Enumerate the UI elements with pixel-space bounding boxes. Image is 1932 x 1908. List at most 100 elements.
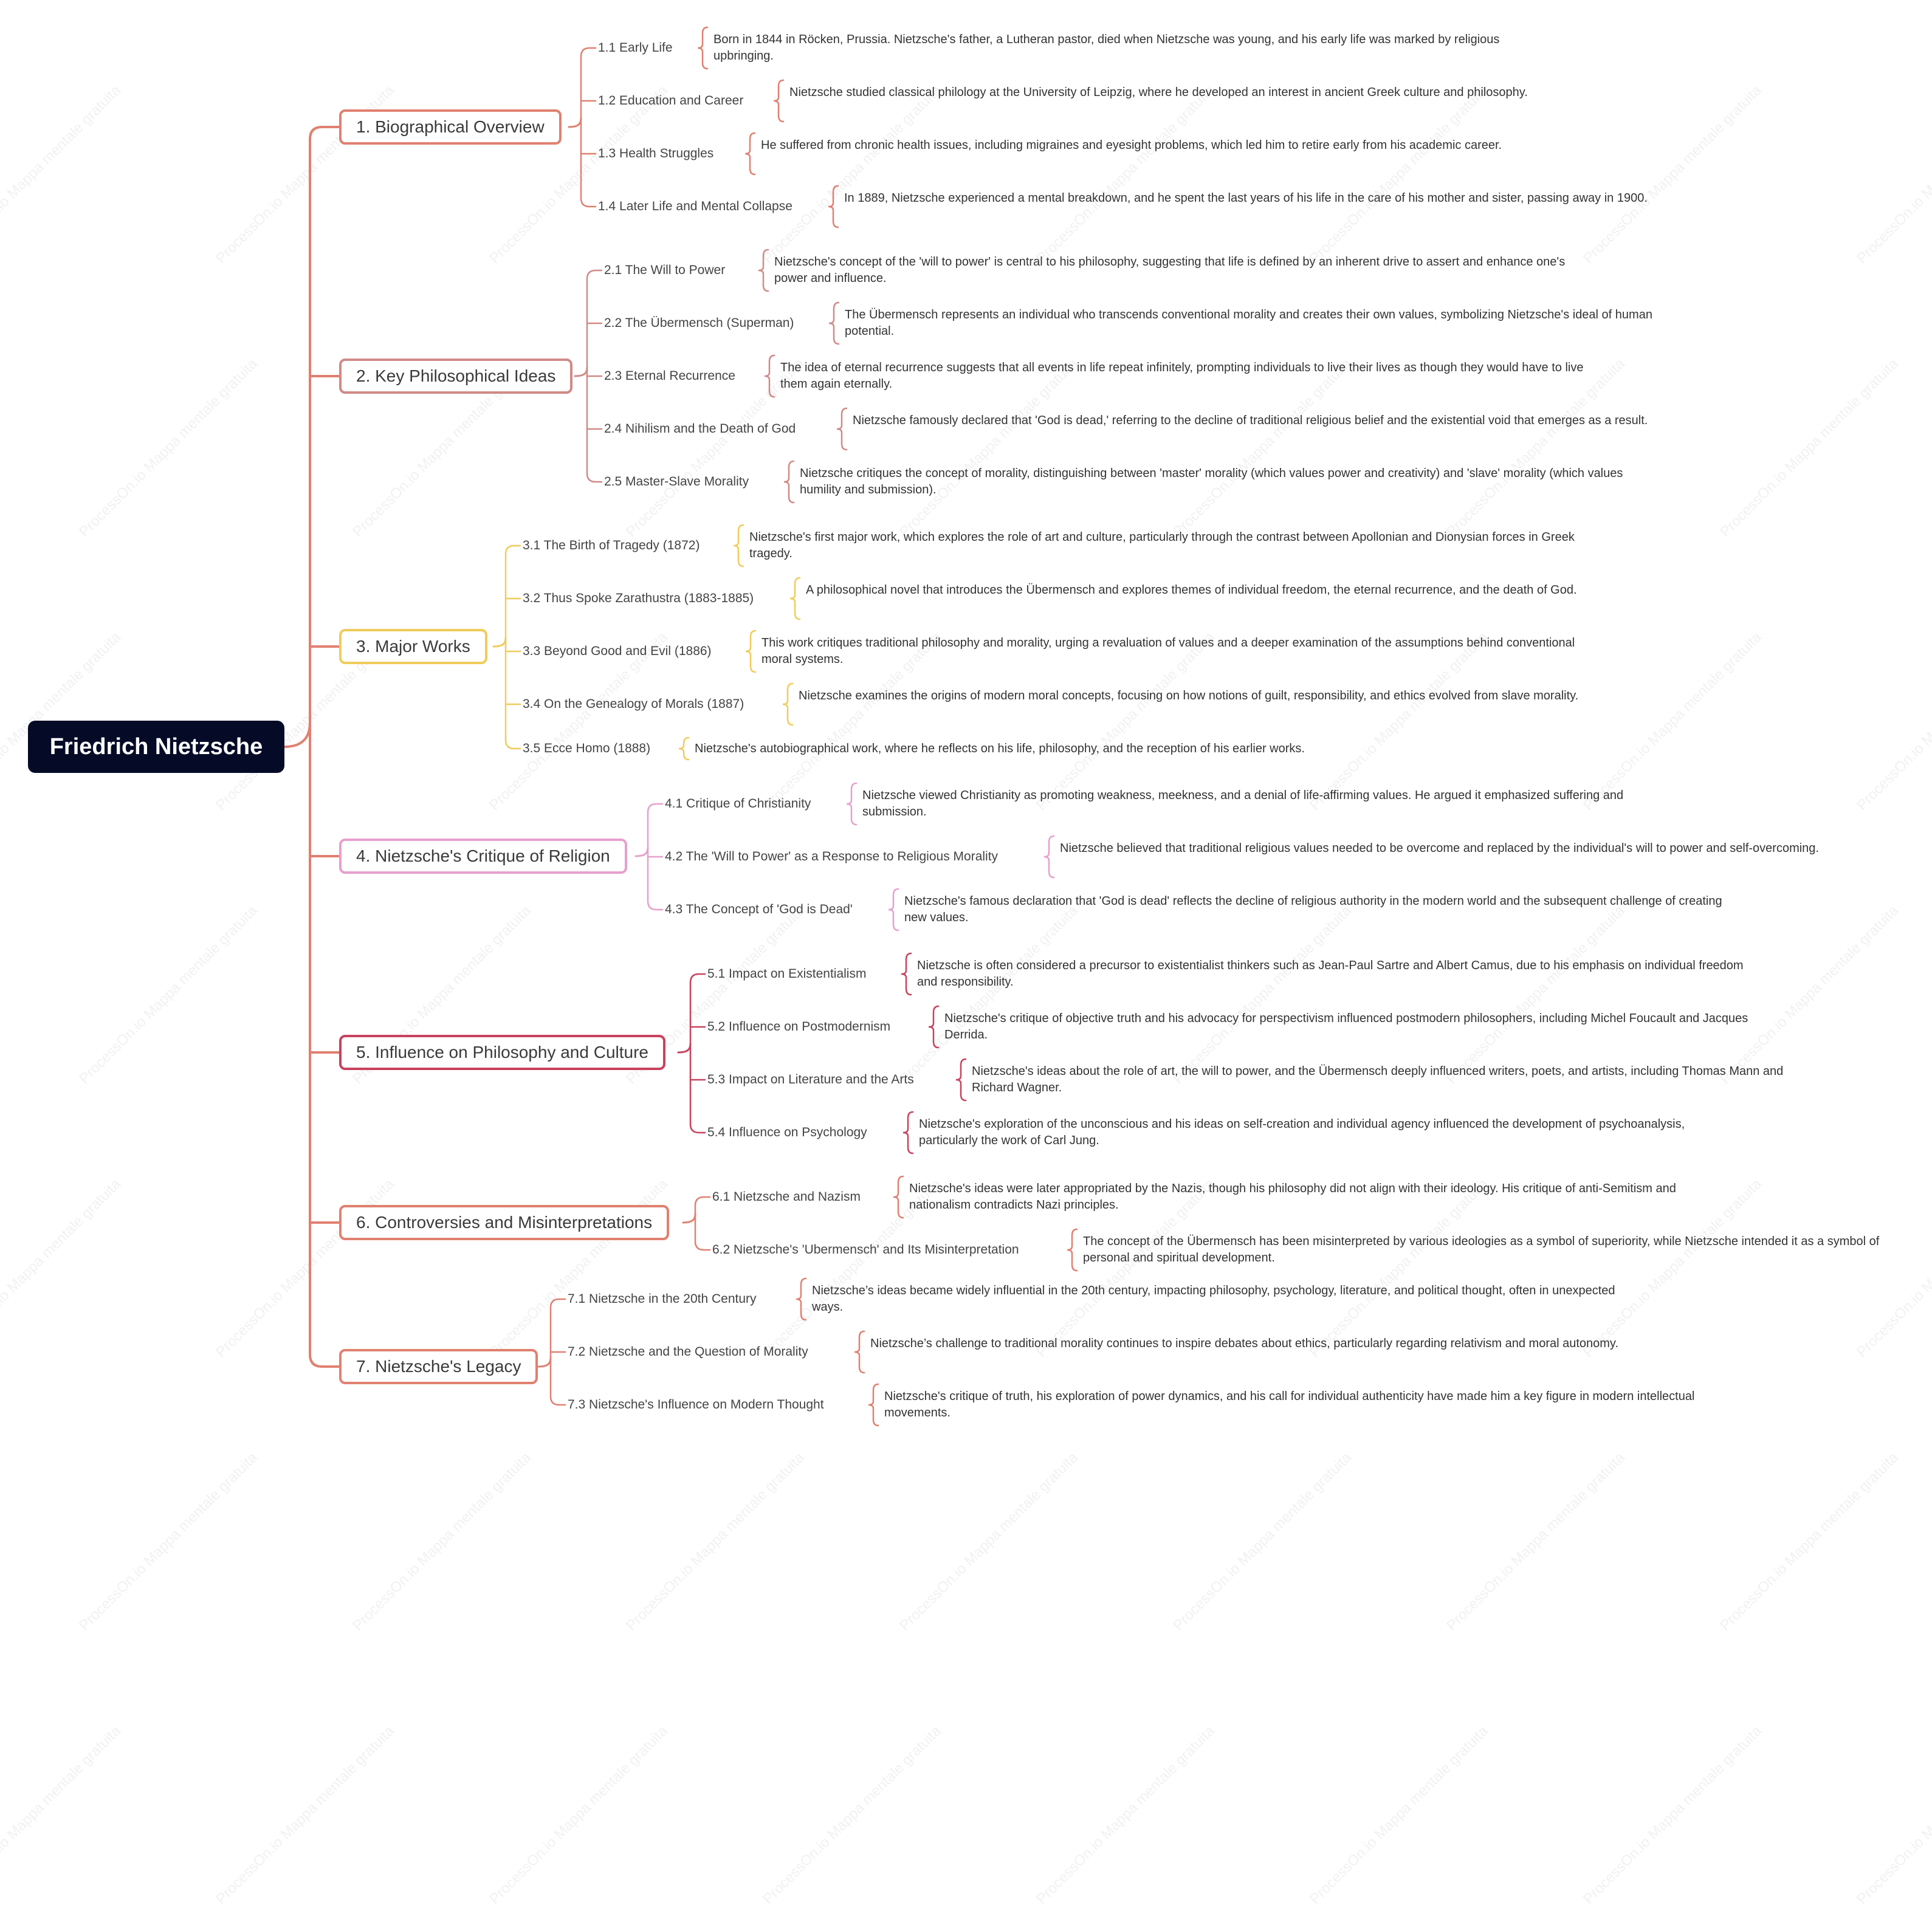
connector (758, 249, 769, 292)
leaf-note: Nietzsche's concept of the 'will to powe… (774, 255, 1566, 285)
sub-topic[interactable]: 4.3 The Concept of 'God is Dead' (665, 902, 853, 916)
connector (586, 269, 603, 377)
watermark-text: ProcessOn.io Mappa mentale gratuita (1170, 1449, 1355, 1635)
connector (955, 1058, 967, 1102)
watermark-text: ProcessOn.io Mappa mentale gratuita (623, 1449, 808, 1635)
sub-topic[interactable]: 7.3 Nietzsche's Influence on Modern Thou… (568, 1398, 824, 1412)
leaf-note: Nietzsche’s ideas became widely influent… (812, 1284, 1615, 1314)
leaf-note: Nietzsche’s challenge to traditional mor… (870, 1337, 1619, 1350)
sub-topic[interactable]: 4.1 Critique of Christianity (665, 797, 811, 811)
connector (893, 1175, 904, 1219)
watermark-text: ProcessOn.io Mappa mentale gratuita (1033, 1723, 1218, 1908)
connector (694, 1196, 711, 1224)
connector (647, 855, 664, 911)
leaf-note: Nietzsche famously declared that 'God is… (853, 414, 1648, 427)
connector (677, 1043, 692, 1054)
watermark-text: ProcessOn.io Mappa mentale gratuita (1307, 1723, 1491, 1908)
watermark-text: ProcessOn.io Mappa mentale gratuita (1443, 1449, 1628, 1635)
leaf-note: In 1889, Nietzsche experienced a mental … (844, 191, 1648, 205)
watermark-text: ProcessOn.io Mappa mentale gratuita (1854, 1723, 1932, 1908)
watermark-text: ProcessOn.io Mappa mentale gratuita (896, 1449, 1081, 1635)
leaf-note: Nietzsche's ideas were later appropriate… (909, 1182, 1676, 1212)
watermark-text: ProcessOn.io Mappa mentale gratuita (349, 1449, 534, 1635)
connector (828, 301, 840, 345)
connector (773, 79, 785, 123)
leaf-note: Nietzsche believed that traditional reli… (1060, 842, 1819, 855)
leaf-note: Nietzsche's critique of truth, his explo… (884, 1390, 1695, 1419)
sub-topic[interactable]: 6.2 Nietzsche's 'Ubermensch' and Its Mis… (712, 1243, 1019, 1257)
connector (796, 1277, 807, 1321)
leaf-note: The concept of the Übermensch has been m… (1083, 1235, 1880, 1265)
connector (678, 736, 690, 761)
sub-topic[interactable]: 2.4 Nihilism and the Death of God (604, 422, 796, 436)
connector (689, 973, 706, 1054)
sub-topic[interactable]: 2.1 The Will to Power (604, 263, 726, 277)
connector (782, 682, 794, 726)
leaf-note: Nietzsche's first major work, which expl… (749, 530, 1575, 560)
leaf-note: He suffered from chronic health issues, … (761, 139, 1502, 152)
connector (828, 185, 839, 228)
connector (574, 366, 588, 377)
connector (745, 630, 757, 673)
sub-topic[interactable]: 2.3 Eternal Recurrence (604, 369, 735, 383)
sub-topic[interactable]: 5.4 Influence on Psychology (707, 1125, 867, 1139)
sub-topic[interactable]: 3.5 Ecce Homo (1888) (523, 741, 651, 755)
sub-topic[interactable]: 3.4 On the Genealogy of Morals (1887) (523, 697, 744, 711)
section-node[interactable]: 5. Influence on Philosophy and Culture (339, 1035, 665, 1070)
watermark-text: ProcessOn.io Mappa mentale gratuita (486, 1723, 671, 1908)
section-node[interactable]: 6. Controversies and Misinterpretations (339, 1205, 670, 1240)
leaf-note: Nietzsche viewed Christianity as promoti… (862, 789, 1624, 818)
sub-topic[interactable]: 6.1 Nietzsche and Nazism (712, 1190, 861, 1204)
connector (647, 803, 664, 857)
section-node[interactable]: 1. Biographical Overview (339, 109, 562, 145)
connector (888, 888, 899, 932)
connector (868, 1383, 879, 1427)
section-node[interactable]: 3. Major Works (339, 629, 487, 664)
connector (283, 126, 340, 748)
section-node[interactable]: 7. Nietzsche's Legacy (339, 1349, 538, 1384)
connector (744, 132, 756, 176)
watermark-text: ProcessOn.io Mappa mentale gratuita (760, 1723, 944, 1908)
sub-topic[interactable]: 5.2 Influence on Postmodernism (707, 1020, 891, 1034)
connector (854, 1330, 865, 1374)
sub-topic[interactable]: 1.4 Later Life and Mental Collapse (598, 199, 792, 213)
sub-topic[interactable]: 1.3 Health Struggles (598, 146, 714, 160)
sub-topic[interactable]: 1.2 Education and Career (598, 94, 744, 108)
sub-topic[interactable]: 1.1 Early Life (598, 41, 673, 55)
leaf-note: Nietzsche studied classical philology at… (789, 86, 1528, 99)
sub-topic[interactable]: 2.5 Master-Slave Morality (604, 475, 749, 489)
sub-topic[interactable]: 7.2 Nietzsche and the Question of Morali… (568, 1345, 808, 1359)
connector (764, 354, 775, 398)
sub-topic[interactable]: 3.2 Thus Spoke Zarathustra (1883-1885) (523, 591, 754, 605)
connector (309, 721, 340, 1368)
connector (783, 460, 795, 504)
sub-topic[interactable]: 3.1 The Birth of Tragedy (1872) (523, 538, 700, 552)
sub-topic[interactable]: 5.3 Impact on Literature and the Arts (707, 1072, 914, 1086)
leaf-note: This work critiques traditional philosop… (761, 636, 1575, 666)
sub-topic[interactable]: 4.2 The 'Will to Power' as a Response to… (665, 849, 999, 863)
connector (846, 782, 858, 826)
leaf-note: The Übermensch represents an individual … (845, 308, 1652, 338)
leaf-note: Nietzsche's famous declaration that 'God… (904, 894, 1722, 924)
connector (836, 407, 848, 451)
connector (1067, 1228, 1078, 1272)
sub-topic[interactable]: 3.3 Beyond Good and Evil (1886) (523, 644, 712, 658)
leaf-note: Nietzsche examines the origins of modern… (799, 689, 1579, 702)
watermark-text: ProcessOn.io Mappa mentale gratuita (1717, 1449, 1902, 1635)
watermark-text: ProcessOn.io Mappa mentale gratuita (0, 1723, 124, 1908)
connector (928, 1005, 940, 1049)
root-node[interactable]: Friedrich Nietzsche (28, 721, 284, 773)
section-node[interactable]: 4. Nietzsche's Critique of Religion (339, 839, 627, 874)
section-node[interactable]: 2. Key Philosophical Ideas (339, 359, 573, 394)
connector (568, 117, 582, 128)
leaf-note: Born in 1844 in Röcken, Prussia. Nietzsc… (713, 33, 1500, 63)
sub-topic[interactable]: 7.1 Nietzsche in the 20th Century (568, 1292, 757, 1306)
sub-topic[interactable]: 5.1 Impact on Existentialism (707, 967, 867, 981)
connector (549, 1298, 566, 1368)
connector (504, 645, 521, 750)
leaf-note: Nietzsche critiques the concept of moral… (800, 467, 1623, 496)
sub-topic[interactable]: 2.2 The Übermensch (Superman) (604, 316, 794, 330)
connector-lines (283, 26, 1078, 1427)
leaf-note: A philosophical novel that introduces th… (806, 583, 1577, 597)
connector (682, 1213, 696, 1224)
